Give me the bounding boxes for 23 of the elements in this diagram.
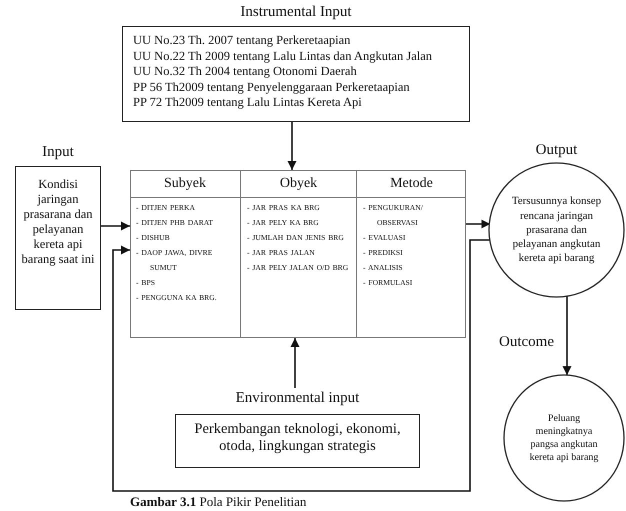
section-heading: Output xyxy=(536,141,578,160)
arrow xyxy=(112,239,491,492)
arrow xyxy=(288,122,296,170)
statute-line: PP 72 Th2009 tentang Lalu Lintas Kereta Api xyxy=(133,95,363,110)
arrow xyxy=(101,222,130,230)
circle-text: Tersusunnya konsep rencana jaringan prasarana dan pelayanan angkutan kereta api barang xyxy=(510,194,602,266)
arrow xyxy=(562,295,572,376)
caption: Gambar 3.1 Pola Pikir Penelitian xyxy=(130,494,306,510)
circle-text: Peluang meningkatnya pangsa angkutan kereta api barang xyxy=(528,412,600,464)
statute-line: PP 56 Th2009 tentang Penyelenggaraan Perkeretaapian xyxy=(133,80,411,95)
statute-line: UU No.23 Th. 2007 tentang Perkeretaapian xyxy=(133,33,352,48)
column-header: Metode xyxy=(390,176,433,191)
column-header: Obyek xyxy=(280,176,318,191)
section-heading: Instrumental Input xyxy=(240,3,352,22)
arrow xyxy=(466,220,490,228)
section-heading: Input xyxy=(42,143,74,162)
statute-line: UU No.32 Th 2004 tentang Otonomi Daerah xyxy=(133,64,358,80)
box-text: Perkembangan teknologi, ekonomi, otoda, lingkungan strategis xyxy=(193,421,402,456)
statute-line: UU No.22 Th 2009 tentang Lalu Lintas dan Angkutan Jalan xyxy=(133,48,434,64)
arrow xyxy=(290,338,300,388)
box-text: Kondisi jaringan prasarana dan pelayanan kereta api barang saat ini xyxy=(20,177,96,267)
column-header: Subyek xyxy=(164,176,206,191)
section-heading: Environmental input xyxy=(236,389,360,408)
